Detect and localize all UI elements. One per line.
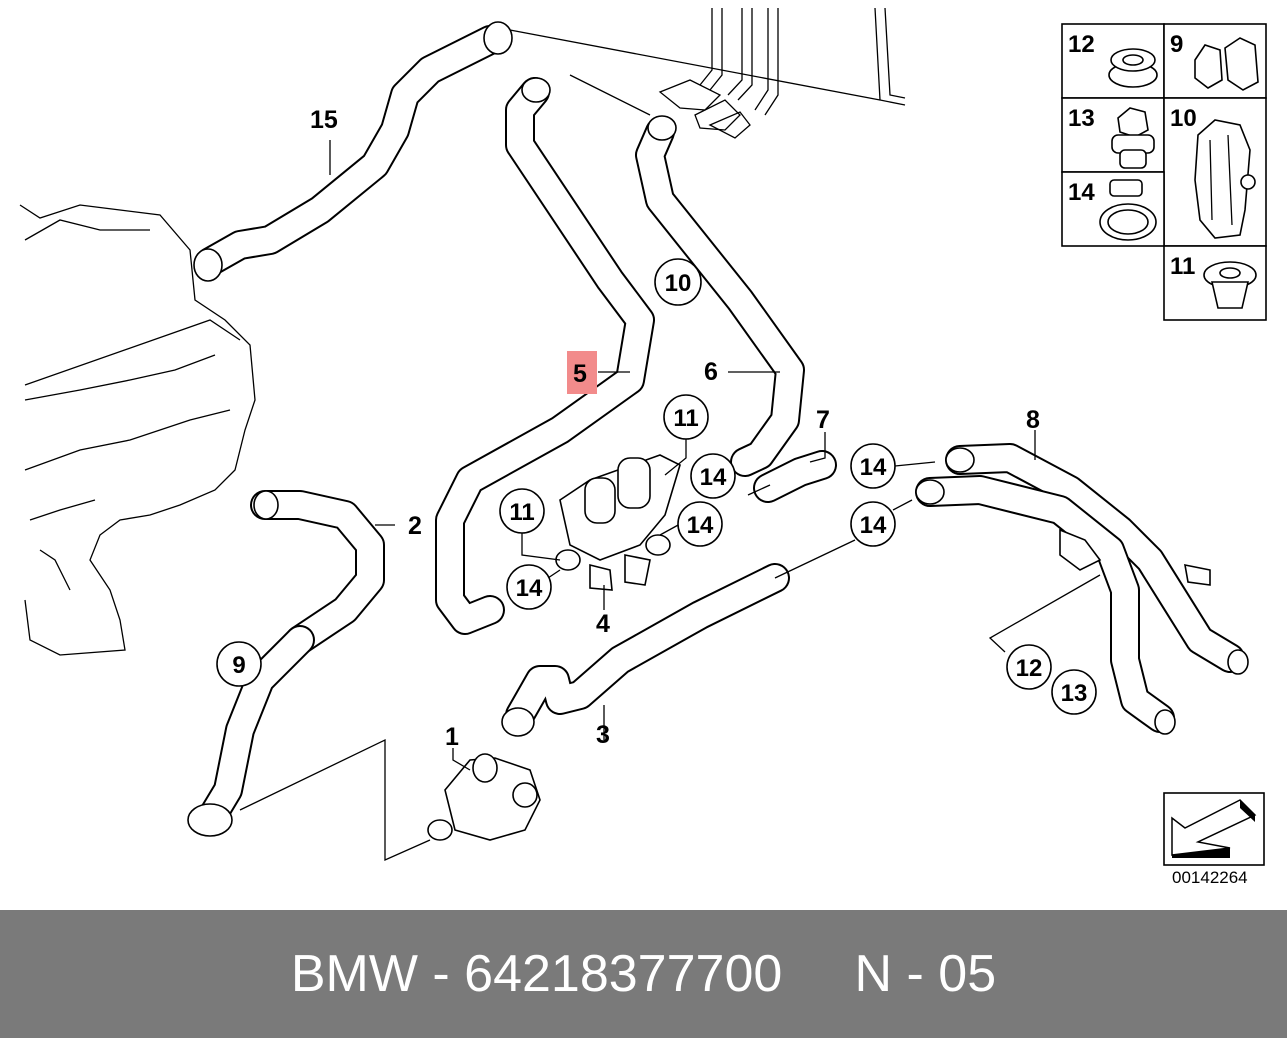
legend-label-9: 9: [1170, 31, 1183, 58]
hose-3: [501, 563, 790, 737]
legend-label-14: 14: [1068, 179, 1095, 206]
svg-text:12: 12: [1016, 655, 1043, 682]
bracket-icon: [1194, 119, 1256, 239]
hose-6: [635, 115, 805, 477]
callout-8: 8: [1026, 406, 1040, 434]
callout-circle-9: 9: [216, 641, 262, 687]
callout-7: 7: [816, 406, 830, 434]
legend-label-11: 11: [1170, 253, 1195, 280]
callout-15: 15: [310, 106, 338, 134]
callout-circle-14-d: 14: [850, 443, 896, 489]
orientation-arrow-icon: [1163, 792, 1265, 866]
callout-circle-14-e: 14: [850, 501, 896, 547]
leader-lines: [239, 140, 1101, 862]
pipe-8: [915, 443, 1249, 735]
legend-label-13: 13: [1068, 105, 1095, 132]
legend-label-10: 10: [1170, 105, 1197, 132]
highlight-part-5: [567, 351, 597, 394]
svg-text:10: 10: [665, 270, 692, 297]
engine-outline: [19, 204, 256, 656]
hose-9: [187, 625, 315, 837]
footer-bar: BMW - 64218377700 N - 05: [0, 910, 1287, 1038]
svg-text:14: 14: [860, 454, 887, 481]
legend-grid: 12 9 13 10 14 11: [1061, 23, 1267, 321]
svg-text:14: 14: [516, 575, 543, 602]
hose-2: [250, 490, 385, 655]
callout-3: 3: [596, 721, 610, 749]
hose-7: [753, 450, 837, 503]
clip-icon: [1194, 37, 1259, 91]
callout-1: 1: [445, 723, 459, 751]
svg-text:14: 14: [860, 512, 887, 539]
callout-circle-13: 13: [1051, 669, 1097, 715]
callout-4: 4: [596, 610, 610, 638]
callout-circle-12: 12: [1006, 644, 1052, 690]
legend-label-12: 12: [1068, 31, 1095, 58]
part-number-caption: BMW - 64218377700 N - 05: [290, 945, 997, 1003]
nut-icon: [1111, 107, 1155, 169]
callout-circle-11-left: 11: [499, 488, 545, 534]
grommet-icon: [1108, 48, 1158, 88]
callout-circle-10: 10: [654, 258, 702, 306]
callout-2: 2: [408, 512, 422, 540]
svg-text:11: 11: [509, 499, 534, 526]
callout-circle-11-top: 11: [663, 394, 709, 440]
valve-assembly-4: [555, 454, 681, 591]
callout-circle-14-b: 14: [677, 501, 723, 547]
hose-5: [435, 77, 655, 635]
callout-circle-14-a: 14: [690, 453, 736, 499]
grommet-11-icon: [1203, 261, 1257, 309]
svg-text:14: 14: [700, 464, 727, 491]
parts-diagram: 15 5 6 7 8 2 4 3 1 10 11 11 14 14 14 14 …: [19, 7, 1267, 866]
hose-clamp-icon: [1099, 179, 1157, 241]
firewall-lines: [509, 7, 906, 139]
svg-text:11: 11: [673, 405, 698, 432]
callout-5: 5: [573, 360, 587, 388]
diagram-reference-number: 00142264: [1172, 868, 1248, 887]
hose-15: [193, 21, 513, 282]
callout-6: 6: [704, 358, 718, 386]
pump-1: [427, 753, 541, 841]
callout-circle-14-c: 14: [506, 564, 552, 610]
svg-text:14: 14: [687, 512, 714, 539]
svg-text:13: 13: [1061, 680, 1088, 707]
svg-text:9: 9: [232, 652, 245, 679]
